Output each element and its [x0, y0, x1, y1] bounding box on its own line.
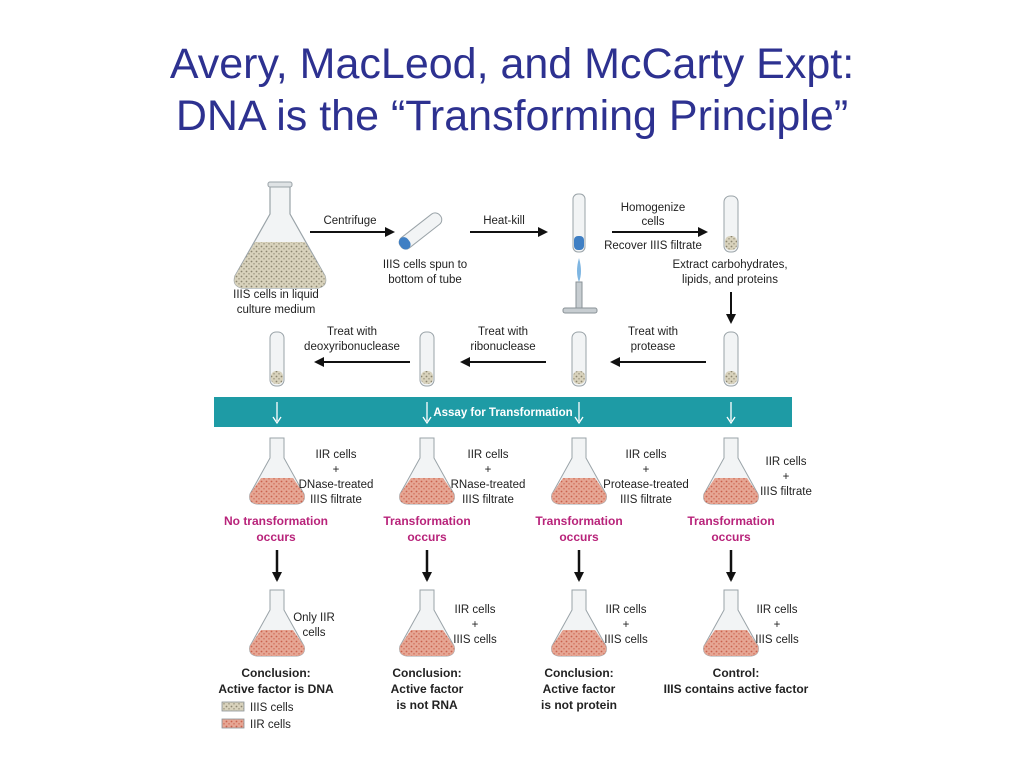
conclusion-3-line-3: is not protein — [541, 698, 617, 712]
conclusion-1-line-1: Conclusion: — [241, 666, 310, 680]
mix-3-line-2: + — [643, 464, 650, 476]
conclusion-4-line-2: IIIS contains active factor — [664, 682, 809, 696]
outcome-flask-1 — [249, 589, 305, 657]
dnase-tube — [269, 331, 285, 387]
flask-label-1: IIIS cells in liquid — [233, 289, 319, 301]
title-line-2: DNA is the “Transforming Principle” — [175, 92, 849, 140]
rnase-label-1: Treat with — [478, 326, 528, 338]
outcome-3-line-2: + — [623, 619, 630, 631]
outcome-4-line-3: IIIS cells — [755, 634, 799, 646]
result-3-line-1: Transformation — [535, 514, 622, 528]
result-2-line-1: Transformation — [383, 514, 470, 528]
legend-swatch-s — [221, 701, 245, 712]
conclusion-4-line-1: Control: — [713, 666, 760, 680]
outcome-4-line-1: IIR cells — [757, 604, 798, 616]
centrifuge-label: Centrifuge — [323, 215, 376, 227]
outcome-flask-3 — [551, 589, 607, 657]
recover-label: Recover IIIS filtrate — [604, 240, 702, 252]
centrifuge-tube — [398, 212, 443, 250]
title-line-1: Avery, MacLeod, and McCarty Expt: — [169, 40, 855, 88]
mix-2-line-3: RNase-treated — [451, 479, 526, 491]
slide-title: Avery, MacLeod, and McCarty Expt: DNA is… — [0, 38, 1024, 142]
legend: IIIS cells IIR cells — [221, 701, 294, 731]
extract-tube — [723, 331, 739, 387]
mix-3-line-4: IIIS filtrate — [620, 494, 672, 506]
legend-swatch-r — [221, 718, 245, 729]
rnase-tube — [419, 331, 435, 387]
assay-flask-dnase — [249, 437, 305, 505]
outcome-3-line-1: IIR cells — [606, 604, 647, 616]
mix-2-line-1: IIR cells — [468, 449, 509, 461]
assay-flask-protease — [551, 437, 607, 505]
heat-kill-label: Heat-kill — [483, 215, 525, 227]
outcome-flask-4 — [703, 589, 759, 657]
conclusion-2-line-3: is not RNA — [396, 698, 458, 712]
culture-flask — [233, 181, 327, 289]
dnase-label-2: deoxyribonuclease — [304, 341, 400, 353]
result-4-line-1: Transformation — [687, 514, 774, 528]
extract-label-1: Extract carbohydrates, — [672, 259, 787, 271]
conclusion-2-line-2: Active factor — [391, 682, 464, 696]
homogenize-label-2: cells — [641, 216, 664, 228]
mix-3-line-3: Protease-treated — [603, 479, 689, 491]
protease-tube — [571, 331, 587, 387]
protease-label-2: protease — [631, 341, 676, 353]
mix-1-line-1: IIR cells — [316, 449, 357, 461]
outcome-1-line-1: Only IIR — [293, 612, 335, 624]
mix-4-line-2: + — [783, 471, 790, 483]
assay-flask-rnase — [399, 437, 455, 505]
legend-label-r: IIR cells — [250, 719, 291, 731]
conclusion-3-line-2: Active factor — [543, 682, 616, 696]
heat-tube — [562, 193, 598, 314]
mix-3-line-1: IIR cells — [626, 449, 667, 461]
flask-label-2: culture medium — [237, 304, 316, 316]
assay-flask-control — [703, 437, 759, 505]
outcome-4-line-2: + — [774, 619, 781, 631]
outcome-flask-2 — [399, 589, 455, 657]
extract-label-2: lipids, and proteins — [682, 274, 778, 286]
outcome-2-line-2: + — [472, 619, 479, 631]
rnase-label-2: ribonuclease — [470, 341, 535, 353]
result-1-line-1: No transformation — [224, 514, 328, 528]
outcome-2-line-3: IIIS cells — [453, 634, 497, 646]
result-2-line-2: occurs — [407, 530, 447, 544]
assay-band-label: Assay for Transformation — [433, 407, 572, 419]
conclusion-3-line-1: Conclusion: — [544, 666, 613, 680]
spun-label-1: IIIS cells spun to — [383, 259, 467, 271]
mix-4-line-1: IIR cells — [766, 456, 807, 468]
mix-1-line-2: + — [333, 464, 340, 476]
mix-2-line-4: IIIS filtrate — [462, 494, 514, 506]
mix-2-line-2: + — [485, 464, 492, 476]
result-1-line-2: occurs — [256, 530, 296, 544]
spun-label-2: bottom of tube — [388, 274, 462, 286]
filtrate-tube — [723, 195, 739, 253]
outcome-1-line-2: cells — [302, 627, 325, 639]
legend-label-s: IIIS cells — [250, 702, 294, 714]
dnase-label-1: Treat with — [327, 326, 377, 338]
assay-band — [214, 397, 792, 427]
conclusion-2-line-1: Conclusion: — [392, 666, 461, 680]
conclusion-1-line-2: Active factor is DNA — [218, 682, 334, 696]
mix-1-line-3: DNase-treated — [299, 479, 374, 491]
homogenize-label-1: Homogenize — [621, 202, 686, 214]
outcome-3-line-3: IIIS cells — [604, 634, 648, 646]
result-4-line-2: occurs — [711, 530, 751, 544]
outcome-2-line-1: IIR cells — [455, 604, 496, 616]
mix-4-line-3: IIIS filtrate — [760, 486, 812, 498]
assay-down-arrows — [272, 402, 736, 425]
mix-1-line-4: IIIS filtrate — [310, 494, 362, 506]
result-3-line-2: occurs — [559, 530, 599, 544]
protease-label-1: Treat with — [628, 326, 678, 338]
